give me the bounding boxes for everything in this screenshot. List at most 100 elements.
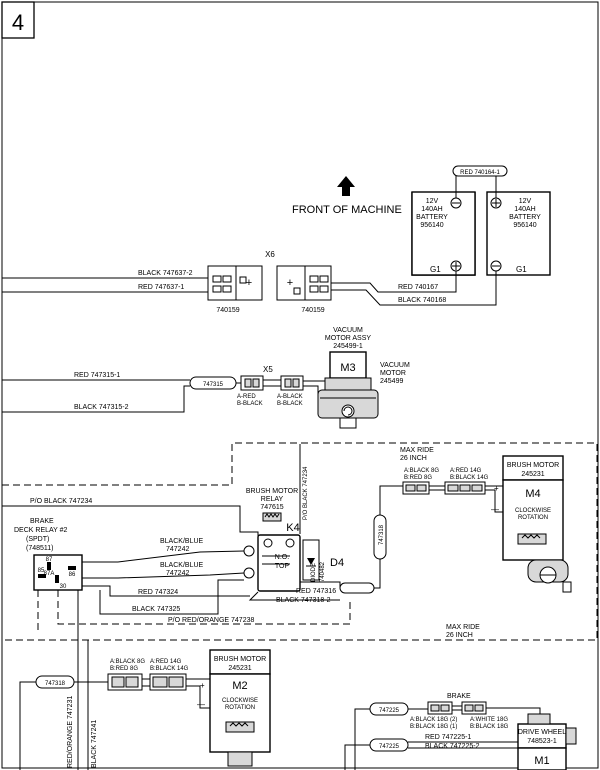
diode-d4 [302, 539, 320, 581]
battery-left-ground: G1 [430, 265, 441, 274]
battery-right-capacity: 140AH [514, 206, 535, 213]
deck-relay [33, 554, 83, 591]
drive-conn-a2: A:WHITE 18G [470, 717, 508, 723]
vacuum-motor-line2: MOTOR [380, 370, 406, 377]
vacuum-motor-part: 245499 [380, 378, 403, 385]
m2-rot1: CLOCKWISE [222, 698, 258, 704]
m2-conn-a2: A:RED 14G [150, 659, 182, 665]
x6-right-part: 740159 [301, 307, 324, 314]
vacuum-motor-line1: VACUUM [380, 362, 410, 369]
max-ride-bottom-line2: 26 INCH [446, 632, 473, 639]
x6-label: X6 [265, 250, 275, 259]
wire-red-747316-label: RED 747316 [296, 588, 336, 595]
battery-right-part: 956140 [513, 222, 536, 229]
wire-po-red-orange [57, 590, 351, 625]
wire-red-orange-747231-label: RED/ORANGE 747231 [67, 696, 74, 768]
relay-title1: BRUSH MOTOR [246, 488, 298, 495]
drive-tag-1-label: 747225 [379, 708, 400, 714]
deck-relay-30: 30 [60, 584, 67, 590]
m2-title: BRUSH MOTOR [214, 656, 266, 663]
m4-plus: + [494, 484, 499, 493]
m2-conn-b2: B:BLACK 14G [150, 666, 189, 672]
wire-po-black-747234 [2, 505, 259, 538]
m2-connectors [107, 673, 187, 691]
wire-red-747225-1-label: RED 747225-1 [425, 734, 471, 741]
m2-conn-b1: B:RED 8G [110, 666, 138, 672]
deck-relay-line2: DECK RELAY #2 [14, 527, 68, 534]
x5-b-black: B-BLACK [237, 401, 263, 407]
wire-747318-m4 [379, 485, 403, 515]
wire-black-747315-2 [2, 385, 190, 413]
m4-rot1: CLOCKWISE [515, 508, 551, 514]
battery-jumper-tag [452, 165, 508, 177]
relay-icon [262, 512, 282, 522]
battery-left-part: 956140 [420, 222, 443, 229]
drive-label: M1 [534, 755, 549, 767]
black-blue-2-part: 747242 [166, 570, 189, 577]
battery-left-voltage: 12V [426, 198, 439, 205]
black-blue-1-part: 747242 [166, 546, 189, 553]
black-blue-1: BLACK/BLUE [160, 538, 204, 545]
relay-part: 747615 [260, 504, 283, 511]
m2-part: 245231 [228, 665, 251, 672]
wire-po-black-top-label: P/O BLACK 747234 [303, 466, 309, 520]
wire-black-blue-1 [117, 550, 245, 563]
m4-conn-a1: A:BLACK 8G [404, 468, 439, 474]
page-number-box [1, 1, 35, 39]
m4-part: 245231 [521, 471, 544, 478]
deck-relay-87a: 87A [44, 571, 55, 577]
x6-left-part: 740159 [216, 307, 239, 314]
drive-title: DRIVE WHEEL [518, 729, 566, 736]
m4-tag-label: 747318 [379, 524, 385, 545]
wire-po-red-orange-label: P/O RED/ORANGE 747238 [168, 617, 254, 624]
m4-rot2: ROTATION [518, 515, 548, 521]
brush-motor-m4 [502, 455, 572, 593]
deck-relay-line3: (SPDT) [26, 536, 49, 543]
battery-left-capacity: 140AH [421, 206, 442, 213]
m4-connectors [402, 481, 486, 495]
drive-conn-b1: B:BLACK 18G (1) [410, 724, 457, 730]
vacuum-tag-label: 747315 [203, 382, 224, 388]
diode-line1: DIODE [311, 563, 317, 582]
relay-title2: RELAY [261, 496, 284, 503]
battery-jumper-label: RED 740164-1 [460, 170, 500, 176]
wire-black-747325 [99, 579, 244, 615]
wire-black-740168-label: BLACK 740168 [398, 297, 446, 304]
drive-conn-b2: B:BLACK 18G [470, 724, 509, 730]
vacuum-assy-part: 245499-1 [333, 343, 363, 350]
vacuum-motor-label: M3 [340, 362, 355, 374]
wire-po-black-label: P/O BLACK 747234 [30, 498, 92, 505]
x5-label: X5 [263, 365, 273, 374]
wire-red-740167 [331, 271, 457, 293]
wire-black-747637-2-label: BLACK 747637-2 [138, 270, 193, 277]
battery-right-type: BATTERY [509, 214, 541, 221]
svg-text:+: + [246, 277, 252, 289]
m2-minus: — [197, 700, 205, 709]
black-blue-2: BLACK/BLUE [160, 562, 204, 569]
x5-b-black-2: B-BLACK [277, 401, 303, 407]
wire-black-747315-2-label: BLACK 747315-2 [74, 404, 129, 411]
max-ride-top-line1: MAX RIDE [400, 447, 434, 454]
page-number: 4 [12, 10, 24, 35]
x5-a-red: A-RED [237, 394, 256, 400]
m4-conn-b2: B:BLACK 14G [450, 475, 489, 481]
wire-black-blue-2 [117, 572, 245, 579]
diode-label: D4 [330, 557, 344, 569]
drive-tag-2-label: 747225 [379, 744, 400, 750]
x6-connector-right: + [276, 265, 332, 301]
deck-relay-85: 85 [38, 568, 45, 574]
relay-k4 [243, 534, 301, 592]
m4-title: BRUSH MOTOR [507, 462, 559, 469]
m4-conn-a2: A:RED 14G [450, 468, 482, 474]
svg-text:+: + [287, 277, 293, 289]
wire-red-747315-1-label: RED 747315-1 [74, 372, 120, 379]
m2-conn-a1: A:BLACK 8G [110, 659, 145, 665]
m2-rot2: ROTATION [225, 705, 255, 711]
drive-part: 748523-1 [527, 738, 557, 745]
m2-tag-label: 747318 [45, 681, 66, 687]
m2-plus: + [200, 681, 205, 690]
vacuum-assy-line1: VACUUM [333, 327, 363, 334]
m4-label: M4 [525, 488, 540, 500]
max-ride-bottom-line1: MAX RIDE [446, 624, 480, 631]
